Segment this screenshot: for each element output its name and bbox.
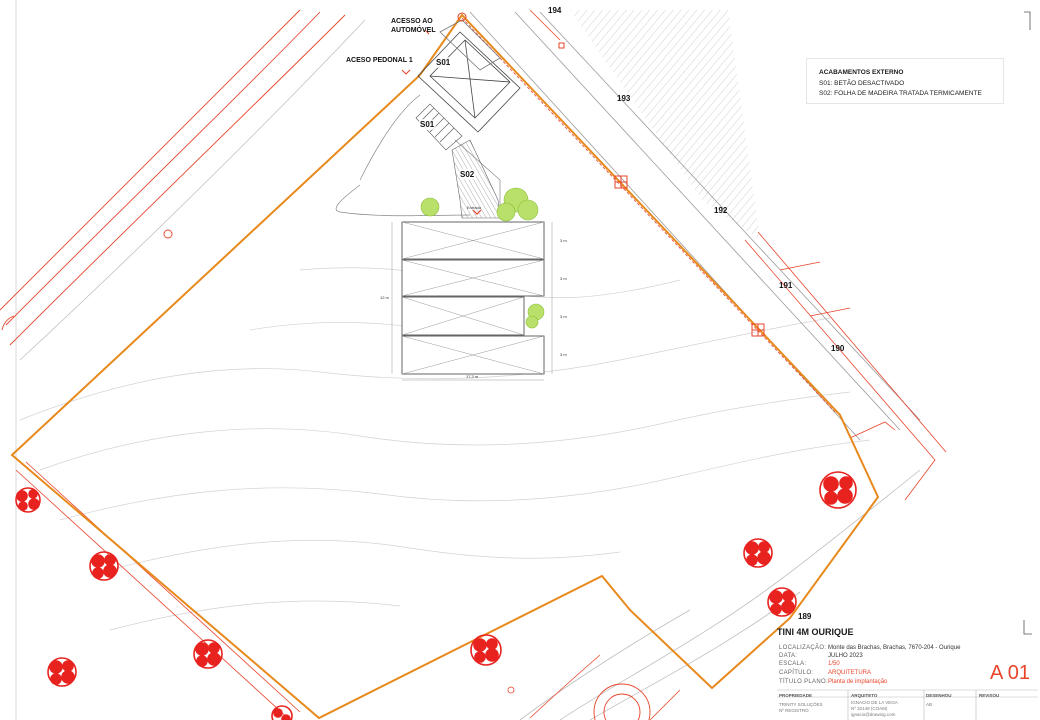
parking-pads: [417, 19, 521, 133]
tb-value-date: JULHO 2023: [828, 653, 863, 659]
marker-circle: [163, 229, 173, 239]
tb-header-architect: ARQUITETO: [851, 693, 878, 698]
hatched-zone: [570, 10, 760, 240]
car-access-label-line2: AUTOMÓVEL: [391, 27, 436, 34]
red-trees: [15, 471, 857, 720]
tb-header-revised: REVISOU: [979, 693, 1000, 698]
road-upper-left: [0, 9, 346, 346]
lot-number: 194: [548, 6, 562, 15]
module-height-dimension: 3 m: [560, 276, 567, 281]
entrance-arrow: [472, 209, 482, 215]
tb-value-chapter: ARQUITETURA: [828, 670, 872, 676]
site-boundary: [10, 13, 880, 720]
lot-number: 192: [714, 206, 728, 215]
tb-value-scale: 1/50: [828, 661, 840, 667]
green-trees: [420, 187, 545, 329]
dimension-lines: [391, 222, 553, 381]
house-modules: [401, 221, 545, 375]
tb-key-scale: ESCALA:: [779, 661, 807, 667]
legend-item: S02: FOLHA DE MADEIRA TRATADA TERMICAMEN…: [819, 90, 982, 97]
lot-number: 191: [779, 281, 793, 290]
width-dimension: 17,3 m: [466, 374, 479, 379]
material-tag: S02: [458, 169, 477, 180]
lot-number: 189: [798, 612, 812, 621]
module-height-dimension: 3 m: [560, 314, 567, 319]
tb-key-chapter: CAPÍTULO:: [779, 670, 814, 676]
total-height-dimension: 12 m: [380, 295, 389, 300]
architect-line: ignacio@drawing.com: [851, 712, 896, 717]
entrance-label: Entrada: [467, 205, 482, 210]
tb-key-plan-title: TÍTULO PLANO:: [779, 679, 828, 685]
module-height-dimension: 3 m: [560, 352, 567, 357]
tb-value-plan-title: Planta de implantação: [828, 679, 888, 685]
owner-line: TRINITY SOLUÇÕES: [779, 702, 823, 707]
architect-line: IGNACIO DE LA VEGA: [851, 700, 898, 705]
finishes-legend: ACABAMENTOS EXTERNO S01: BETÃO DESACTIVA…: [806, 58, 1004, 104]
tb-value-location: Monte das Brachas, Brachas, 7670-204 - O…: [828, 645, 961, 651]
lower-red-road: [507, 654, 681, 720]
legend-item: S01: BETÃO DESACTIVADO: [819, 80, 905, 87]
pedestrian-access-label: ACESO PEDONAL 1: [346, 57, 413, 64]
tb-key-location: LOCALIZAÇÃO:: [779, 645, 827, 651]
project-title: TINI 4M OURIQUE: [777, 627, 854, 637]
sheet-number: A 01: [990, 662, 1031, 684]
material-tag: S01: [434, 57, 453, 68]
sheet-frame: [15, 0, 1032, 720]
legend-title: ACABAMENTOS EXTERNO: [819, 69, 904, 76]
roundabout: [593, 683, 651, 720]
architect-line: Nº 32149 (COAM): [851, 706, 888, 711]
house-module-diagonals: [401, 221, 545, 375]
tb-key-date: DATA:: [779, 653, 798, 659]
module-height-dimension: 3 m: [560, 238, 567, 243]
title-block-grid: [777, 689, 1038, 720]
road-upper-left-edge: [19, 19, 366, 361]
owner-line: Nº REGISTRO: [779, 708, 809, 713]
lot-number: 190: [831, 344, 845, 353]
material-tag: S01: [418, 119, 437, 130]
lot-number: 193: [617, 94, 631, 103]
tb-header-owner: PROPRIEDADE: [779, 693, 813, 698]
tb-header-drawn: DESENHOU: [926, 693, 952, 698]
drawn-by: AB: [926, 702, 933, 707]
steps: [415, 103, 463, 151]
car-access-label-line1: ACESSO AO: [391, 18, 433, 25]
dashed-boundary: [461, 17, 836, 413]
survey-markers: [401, 12, 765, 337]
adjacent-parcels: [529, 9, 947, 501]
road-lower-left: [15, 461, 301, 720]
